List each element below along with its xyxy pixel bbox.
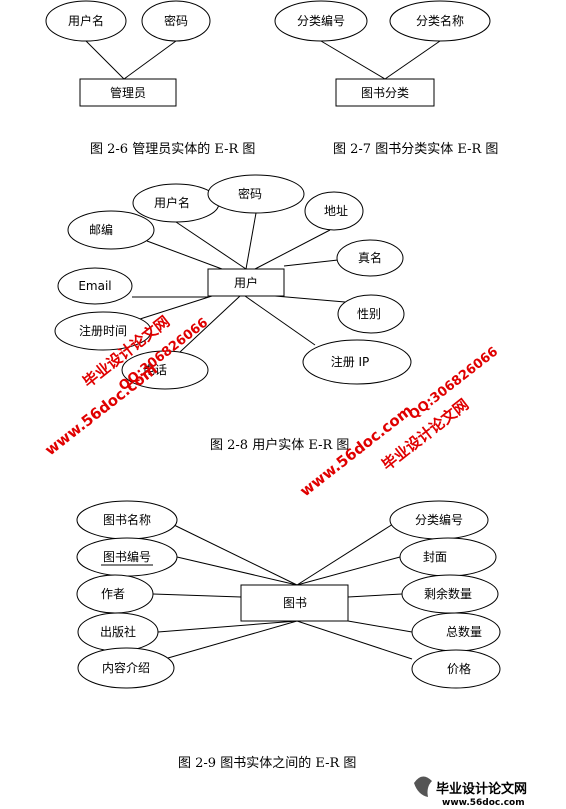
attribute-label: 邮编 (89, 222, 113, 237)
relationship-line (296, 556, 401, 586)
entity-category (335, 78, 435, 107)
entity-admin (79, 78, 177, 107)
relationship-line (283, 259, 339, 267)
entity-user (207, 268, 285, 297)
relationship-line (384, 40, 441, 80)
figure-book: 图书名称 图书编号 作者 出版社 内容介绍 图书 分类编号 封面 剩余数量 总数… (76, 500, 501, 771)
attribute-label: 真名 (358, 250, 382, 265)
entity-label: 图书分类 (361, 86, 409, 100)
caption-book: 图 2-9 图书实体之间的 E-R 图 (178, 755, 356, 771)
relationship-line (146, 240, 223, 270)
attribute-label: 总数量 (446, 624, 482, 639)
attribute-label: 用户名 (68, 13, 104, 28)
attribute-label: 作者 (101, 587, 125, 601)
attribute-label: 密码 (238, 186, 262, 201)
attribute-admin-username (45, 0, 127, 42)
relationship-line (244, 295, 316, 346)
relationship-line (254, 229, 331, 270)
relationship-line (85, 40, 125, 80)
attribute-user-email (57, 267, 133, 305)
attribute-user-regip (302, 339, 412, 385)
footer-logo-url: www.56doc.com (442, 798, 525, 808)
attribute-book-cover (399, 537, 497, 577)
relationship-line (347, 620, 413, 633)
entity-label: 管理员 (110, 85, 146, 100)
attribute-label: 电话 (143, 363, 167, 377)
relationship-line (139, 295, 213, 320)
attribute-label: 价格 (447, 661, 471, 676)
attribute-user-phone (121, 350, 209, 390)
attribute-category-id (274, 0, 368, 42)
relationship-line (152, 593, 242, 598)
attribute-user-address (304, 191, 364, 231)
attribute-label: 分类名称 (416, 13, 464, 28)
attribute-book-intro (77, 647, 175, 689)
figure-user: 用户名 密码 地址 邮编 真名 Email 用户 性别 注册时间 注册 IP 电… (54, 174, 412, 453)
logo-emblem-icon (414, 776, 432, 797)
relationship-line (245, 212, 257, 270)
attribute-label: 封面 (423, 550, 447, 564)
attribute-admin-password (141, 0, 211, 42)
relationship-line (167, 620, 298, 659)
attribute-label: Email (78, 279, 111, 293)
attribute-label: 图书编号 (103, 549, 151, 564)
entity-label: 图书 (283, 596, 307, 610)
relationship-line (320, 40, 386, 80)
connector-lines (85, 40, 441, 660)
attribute-user-password (207, 174, 305, 214)
attribute-label: 出版社 (100, 624, 136, 639)
attribute-label: 用户名 (154, 195, 190, 210)
relationship-line (179, 295, 241, 353)
relationship-line (173, 524, 298, 586)
attribute-user-realname (336, 239, 404, 277)
attribute-label: 图书名称 (103, 512, 151, 527)
attribute-label: 剩余数量 (424, 586, 472, 601)
figure-admin: 用户名 密码 管理员 图 2-6 管理员实体的 E-R 图 (45, 0, 255, 157)
caption-category: 图 2-7 图书分类实体 E-R 图 (333, 142, 498, 157)
relationship-line (296, 523, 394, 586)
relationship-line (175, 221, 247, 270)
attribute-label: 性别 (357, 307, 381, 321)
attribute-user-zipcode (67, 210, 155, 250)
attribute-label: 注册 IP (331, 354, 370, 369)
attribute-label: 密码 (164, 13, 188, 28)
relationship-line (274, 295, 346, 303)
attribute-label: 分类编号 (297, 13, 345, 28)
caption-user: 图 2-8 用户实体 E-R 图 (210, 437, 349, 453)
entity-book (240, 584, 349, 622)
relationship-line (296, 620, 413, 660)
figure-category: 分类编号 分类名称 图书分类 图 2-7 图书分类实体 E-R 图 (274, 0, 498, 157)
entity-label: 用户 (234, 275, 258, 290)
attribute-label: 注册时间 (79, 323, 127, 338)
relationship-line (347, 593, 403, 598)
attribute-label: 分类编号 (415, 512, 463, 527)
attribute-label: 内容介绍 (102, 660, 150, 675)
relationship-line (123, 40, 177, 80)
relationship-line (157, 620, 298, 633)
attribute-category-name (389, 0, 491, 42)
footer-logo: 毕业设计论文网 www.56doc.com (414, 776, 527, 808)
attribute-user-regtime (54, 311, 152, 351)
footer-logo-name: 毕业设计论文网 (436, 781, 527, 797)
relationship-line (176, 556, 298, 586)
attribute-label: 地址 (324, 204, 348, 218)
attribute-user-gender (337, 294, 405, 334)
attribute-book-price (411, 649, 501, 689)
caption-admin: 图 2-6 管理员实体的 E-R 图 (90, 141, 255, 157)
